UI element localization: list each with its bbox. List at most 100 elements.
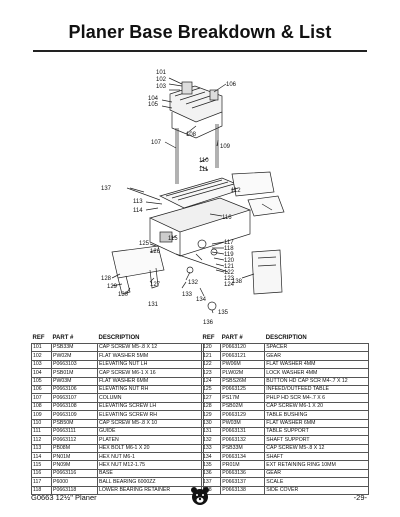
ref-cell: 103 xyxy=(31,359,52,370)
callout: 107 xyxy=(151,140,162,146)
ref-cell: 108 xyxy=(31,401,52,412)
ref-cell: 135 xyxy=(200,460,222,470)
part-number-cell: P0663125 xyxy=(220,384,266,395)
callout: 116 xyxy=(222,215,232,221)
part-number-cell: P0663112 xyxy=(51,435,98,445)
ref-cell: 116 xyxy=(31,468,52,479)
description-cell: PHLP HD SCR M4-.7 X 6 xyxy=(264,393,369,403)
description-cell: PLATEN xyxy=(97,435,204,445)
description-cell: SHAFT SUPPORT xyxy=(264,435,369,445)
ref-cell: 125 xyxy=(200,384,222,395)
ref-cell: 121 xyxy=(200,351,222,361)
grizzly-bear-logo-icon xyxy=(191,487,209,505)
col-header-part: PART # xyxy=(221,335,243,342)
ref-cell: 102 xyxy=(31,351,52,361)
callout: 101 xyxy=(156,70,167,76)
description-cell: HEX BOLT M6-1 X 20 xyxy=(97,443,204,454)
part-number-cell: PW03M xyxy=(220,418,266,428)
part-number-cell: PN09M xyxy=(51,460,98,470)
ref-cell: 124 xyxy=(200,376,222,386)
ref-cell: 131 xyxy=(200,426,222,437)
description-cell: SPACER xyxy=(264,342,369,353)
part-number-cell: P0663111 xyxy=(51,426,98,437)
callout: 135 xyxy=(218,310,229,316)
callout: 123 xyxy=(224,276,235,282)
callout: 104 xyxy=(148,96,159,102)
description-cell: CAP SCREW M6-1 X 20 xyxy=(264,401,369,412)
description-cell: SHAFT xyxy=(264,452,369,462)
part-number-cell: P0663120 xyxy=(220,342,266,353)
description-cell: GEAR xyxy=(264,468,369,479)
ref-cell: 112 xyxy=(31,435,52,445)
part-number-cell: P6000 xyxy=(51,477,98,487)
ref-cell: 114 xyxy=(31,452,52,462)
description-cell: EXT RETAINING RING 10MM xyxy=(264,460,369,470)
description-cell: CAP SCREW M5-.8 X 10 xyxy=(97,418,204,428)
description-cell: HEX NUT M12-1.75 xyxy=(97,460,204,470)
footer-page-number: -29- xyxy=(353,493,367,502)
callout: 125 xyxy=(139,241,150,247)
description-cell: GUIDE xyxy=(97,426,204,437)
part-number-cell: P0663136 xyxy=(220,468,266,479)
description-cell: INFEED/OUTFEED TABLE xyxy=(264,384,369,395)
callout: 120 xyxy=(224,258,235,264)
callout: 111 xyxy=(199,167,209,173)
part-number-cell: P0663137 xyxy=(220,477,266,487)
description-cell: FLAT WASHER 6MM xyxy=(97,376,204,386)
ref-cell: 115 xyxy=(31,460,52,470)
callout: 118 xyxy=(224,246,234,252)
page-title: Planer Base Breakdown & List xyxy=(68,22,332,42)
description-cell: ELEVATING NUT RH xyxy=(97,384,204,395)
description-cell: CAP SCREW M5-.8 X 12 xyxy=(97,342,204,353)
ref-cell: 133 xyxy=(200,443,222,454)
part-number-cell: P0663132 xyxy=(220,435,266,445)
callout: 133 xyxy=(182,292,193,298)
description-cell: GEAR xyxy=(264,351,369,361)
part-number-cell: PW02M xyxy=(51,351,98,361)
part-number-cell: P0663129 xyxy=(220,410,266,420)
ref-cell: 101 xyxy=(31,342,52,353)
callout: 131 xyxy=(148,302,159,308)
callout: 138 xyxy=(232,279,243,285)
callout: 132 xyxy=(188,280,199,286)
part-number-cell: PR01M xyxy=(220,460,266,470)
callout: 137 xyxy=(101,186,112,192)
part-number-cell: PSBS26M xyxy=(220,376,266,386)
part-number-cell: PSB02M xyxy=(220,401,266,412)
ref-cell: 137 xyxy=(200,477,222,487)
callout: 113 xyxy=(133,199,143,205)
ref-cell: 134 xyxy=(200,452,222,462)
description-cell: LOWER BEARING RETAINER xyxy=(97,485,204,496)
callout: 119 xyxy=(224,252,234,258)
description-cell: FLAT WASHER 6MM xyxy=(264,418,369,428)
part-number-cell: P0663138 xyxy=(220,485,266,496)
part-number-cell: PW03M xyxy=(51,376,98,386)
ref-cell: 130 xyxy=(200,418,222,428)
callout: 128 xyxy=(101,276,112,282)
callout: 114 xyxy=(133,208,143,214)
part-number-cell: P0663108 xyxy=(51,401,98,412)
part-number-cell: PSB33M xyxy=(51,342,98,353)
description-cell: SCALE xyxy=(264,477,369,487)
ref-cell: 111 xyxy=(31,426,52,437)
callout: 108 xyxy=(186,132,197,138)
ref-cell: 123 xyxy=(200,368,222,378)
part-number-cell: P0663121 xyxy=(220,351,266,361)
